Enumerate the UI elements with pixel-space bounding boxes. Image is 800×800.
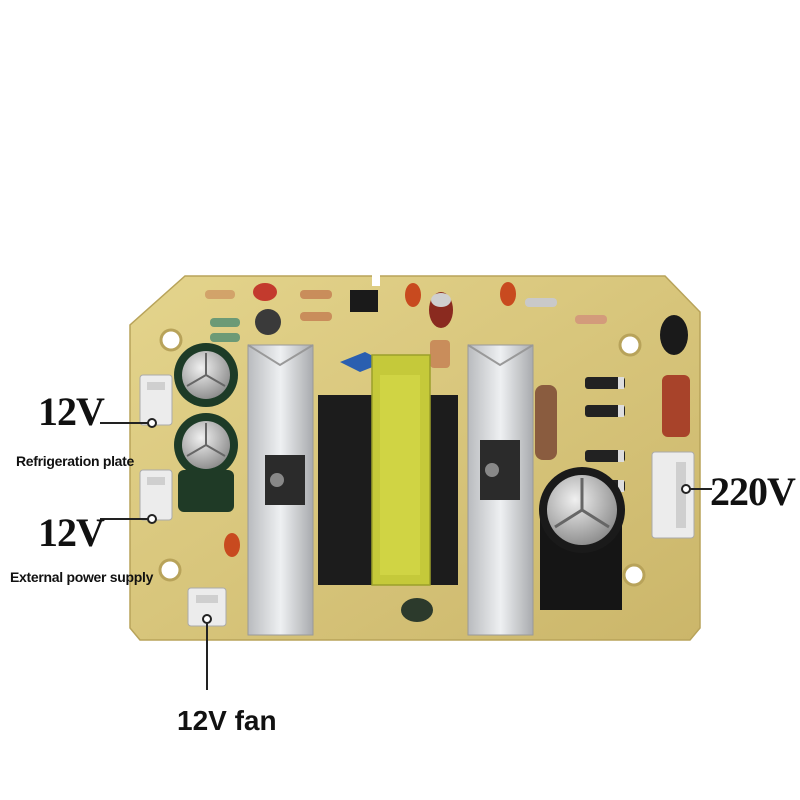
connector-fan: [187, 587, 227, 627]
right-heatsink: [467, 344, 534, 636]
board-slot: [372, 270, 380, 286]
left-capacitors: [174, 343, 238, 512]
refrigeration-voltage-label: 12V: [38, 389, 105, 434]
external-power-supply-label: External power supply: [10, 569, 154, 585]
mains-voltage-label: 220V: [710, 469, 796, 514]
callout-lines: [100, 422, 712, 690]
transformer: [318, 354, 458, 586]
external-voltage-label: 12V: [38, 510, 105, 555]
fan-label: 12V fan: [177, 705, 277, 736]
large-capacitor: [539, 467, 625, 610]
small-components: [224, 282, 690, 622]
connector-mains: [651, 451, 695, 539]
connector-external: [139, 469, 173, 521]
mounting-holes: [158, 328, 646, 587]
left-heatsink: [247, 344, 314, 636]
refrigeration-plate-label: Refrigeration plate: [16, 453, 134, 469]
resistors: [205, 290, 607, 460]
connector-refrigeration: [139, 374, 173, 426]
callout-pins: [147, 418, 691, 624]
